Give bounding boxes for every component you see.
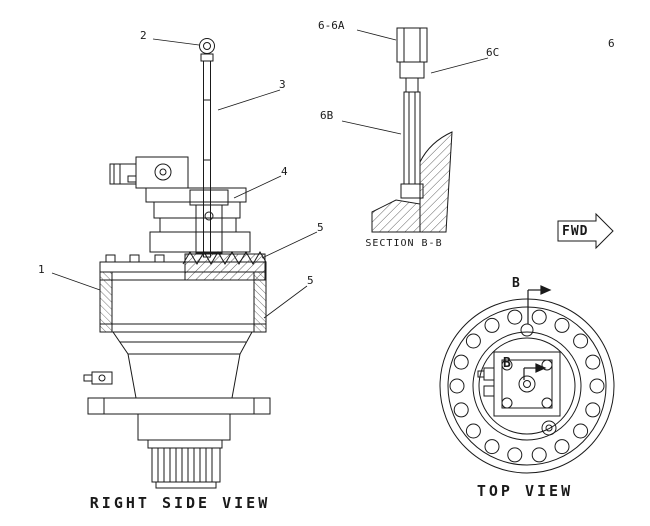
callout-4: 4 — [281, 165, 288, 178]
motor-assembly — [110, 157, 250, 252]
section-bb-title: SECTION B-B — [365, 238, 443, 249]
callout-2: 2 — [140, 29, 147, 42]
top-view-title: TOP VIEW — [476, 482, 574, 500]
bracket — [190, 190, 228, 253]
gear-coupling — [183, 252, 266, 280]
section-bb-drawing — [372, 28, 452, 232]
tapered-housing — [84, 332, 252, 398]
callout-6b: 6B — [320, 109, 334, 122]
bolt-holes — [450, 310, 604, 462]
callout-6-6a: 6-6A — [318, 19, 345, 32]
motor-top-block — [478, 352, 560, 435]
fwd-arrow — [558, 214, 613, 248]
section-marker-b-top: B — [512, 276, 520, 291]
callout-5b: 5 — [307, 274, 314, 287]
splined-shaft — [88, 398, 270, 488]
eyebolt — [200, 39, 215, 62]
drum-housing — [100, 255, 266, 332]
section-arrow-bottom — [524, 364, 545, 380]
right-side-view-drawing — [84, 39, 270, 489]
fwd-label: FWD — [562, 224, 589, 239]
right-side-view-title: RIGHT SIDE VIEW — [89, 494, 271, 512]
section-arrow-top — [528, 286, 550, 324]
leader-lines — [52, 30, 488, 318]
callout-6c: 6C — [486, 46, 500, 59]
top-view-drawing — [440, 286, 614, 473]
callout-3: 3 — [279, 78, 286, 91]
section-marker-b-bottom: B — [503, 356, 511, 371]
callout-6: 6 — [608, 37, 615, 50]
section-cut-bolt — [521, 324, 533, 336]
callout-1: 1 — [38, 263, 45, 276]
lifting-rod — [204, 61, 211, 257]
callout-5a: 5 — [317, 221, 324, 234]
